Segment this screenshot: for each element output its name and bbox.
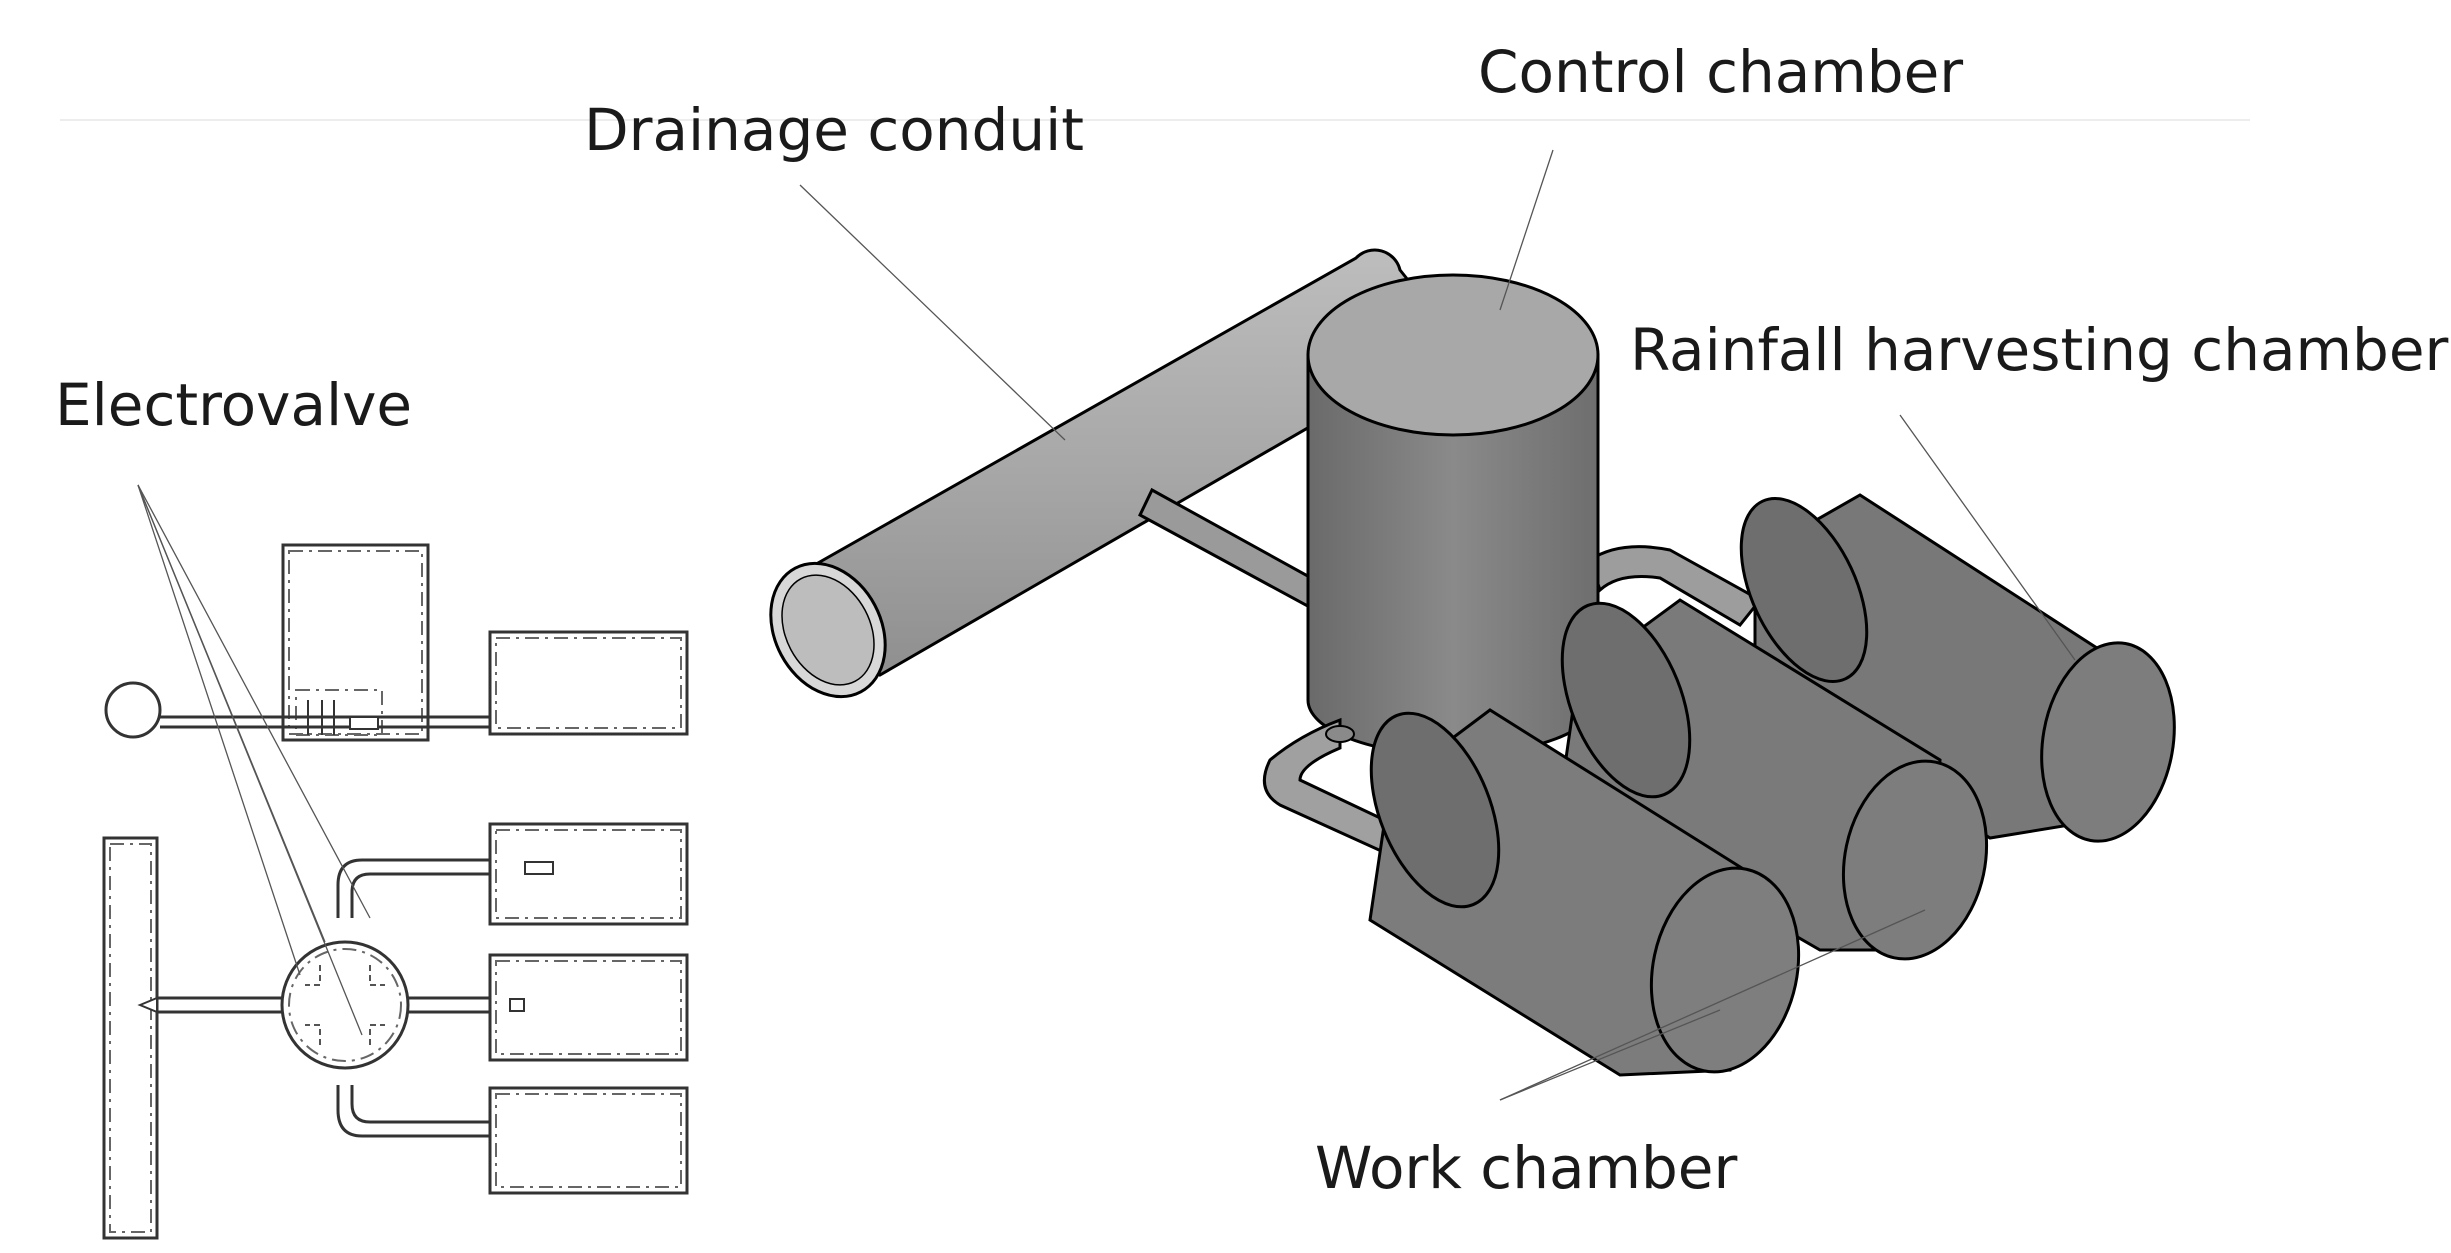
plan-valve-box — [295, 689, 383, 736]
work-chamber — [1368, 708, 1801, 1077]
plan-drain-circle — [104, 681, 162, 739]
control-chamber — [1306, 273, 1600, 757]
label-drainage-conduit: Drainage conduit — [584, 96, 1084, 164]
plan-tank-top-inner — [495, 637, 682, 729]
label-control-chamber: Control chamber — [1478, 38, 1963, 106]
label-electrovalve: Electrovalve — [55, 371, 412, 439]
isometric-model — [769, 248, 2176, 1077]
rainfall-harvesting-chamber — [1739, 493, 2176, 843]
label-rainfall-harvesting-chamber: Rainfall harvesting chamber — [1630, 316, 2448, 384]
label-work-chamber: Work chamber — [1315, 1134, 1737, 1202]
plan-tank-3 — [488, 1086, 689, 1195]
plan-tank-top — [488, 630, 689, 736]
plan-electrovalve — [280, 940, 410, 1070]
plan-control-chamber — [281, 543, 430, 742]
plan-schematic — [102, 543, 689, 1240]
plan-tank-1 — [488, 822, 689, 926]
leader-lines — [137, 149, 2076, 1101]
middle-chamber — [1558, 598, 1989, 961]
plan-drainage-bar-inner — [109, 843, 152, 1233]
plan-drainage-bar — [102, 836, 159, 1240]
